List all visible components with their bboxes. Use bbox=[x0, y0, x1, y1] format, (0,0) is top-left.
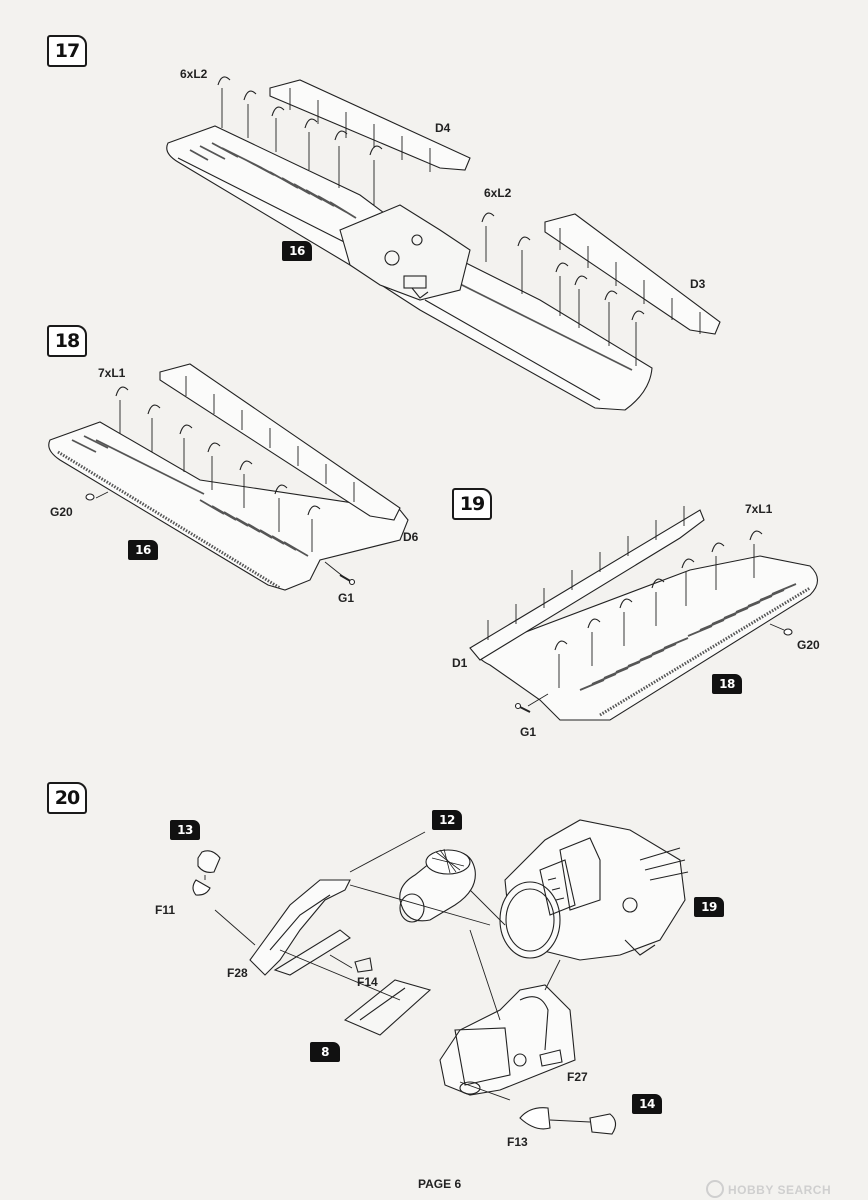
step-20-reference-tag-8: 8 bbox=[310, 1042, 340, 1062]
step-18-number: 18 bbox=[47, 325, 87, 357]
step-20-fuselage bbox=[192, 819, 689, 1135]
step-17-label-6xl2-right: 6xL2 bbox=[484, 186, 512, 200]
step-19-wing bbox=[469, 506, 819, 721]
step-18-hinges bbox=[115, 386, 321, 516]
step-17-label-d4: D4 bbox=[435, 121, 451, 135]
step-18-wing bbox=[48, 363, 409, 591]
step-17-wing-panel-lines bbox=[189, 142, 633, 371]
page-number: PAGE 6 bbox=[418, 1177, 462, 1191]
step-18-label-g1: G1 bbox=[338, 591, 355, 605]
step-20-reference-tag-13: 13 bbox=[170, 820, 200, 840]
step-19-label-g1: G1 bbox=[520, 725, 537, 739]
step-20-label-f13: F13 bbox=[507, 1135, 528, 1149]
step-19-label-7xl1: 7xL1 bbox=[745, 502, 773, 516]
step-17-wing bbox=[166, 76, 721, 411]
step-20-label-f14: F14 bbox=[357, 975, 378, 989]
step-17-number: 17 bbox=[47, 35, 87, 67]
step-19-reference-tag: 18 bbox=[712, 674, 742, 694]
step-19-number: 19 bbox=[452, 488, 492, 520]
step-17-label-6xl2-left: 6xL2 bbox=[180, 67, 208, 81]
step-20-arrows bbox=[204, 831, 591, 1123]
step-18-reference-tag: 16 bbox=[128, 540, 158, 560]
step-19-wing-panel-lines bbox=[579, 583, 797, 691]
step-18-label-d6: D6 bbox=[403, 530, 419, 544]
watermark: HOBBY SEARCH bbox=[706, 1180, 831, 1198]
step-17-arrows bbox=[221, 88, 701, 366]
step-17-reference-tag: 16 bbox=[282, 241, 312, 261]
step-20-label-f28: F28 bbox=[227, 966, 248, 980]
step-19-hinges bbox=[554, 530, 763, 651]
step-19-arrows bbox=[487, 506, 785, 707]
step-20-number: 20 bbox=[47, 782, 87, 814]
step-20-label-f11: F11 bbox=[155, 903, 176, 917]
step-18-label-g20: G20 bbox=[50, 505, 73, 519]
step-20-reference-tag-12: 12 bbox=[432, 810, 462, 830]
step-20-label-f27: F27 bbox=[567, 1070, 588, 1084]
step-20-reference-tag-19: 19 bbox=[694, 897, 724, 917]
step-18-wing-panel-lines bbox=[71, 435, 309, 557]
step-20-reference-tag-14: 14 bbox=[632, 1094, 662, 1114]
step-19-label-g20: G20 bbox=[797, 638, 820, 652]
step-17-label-d3: D3 bbox=[690, 277, 706, 291]
step-17-hinges-right bbox=[481, 212, 645, 321]
watermark-text: HOBBY SEARCH bbox=[728, 1183, 832, 1197]
watermark-logo-icon bbox=[706, 1180, 724, 1198]
step-18-label-7xl1: 7xL1 bbox=[98, 366, 126, 380]
step-19-label-d1: D1 bbox=[452, 656, 468, 670]
